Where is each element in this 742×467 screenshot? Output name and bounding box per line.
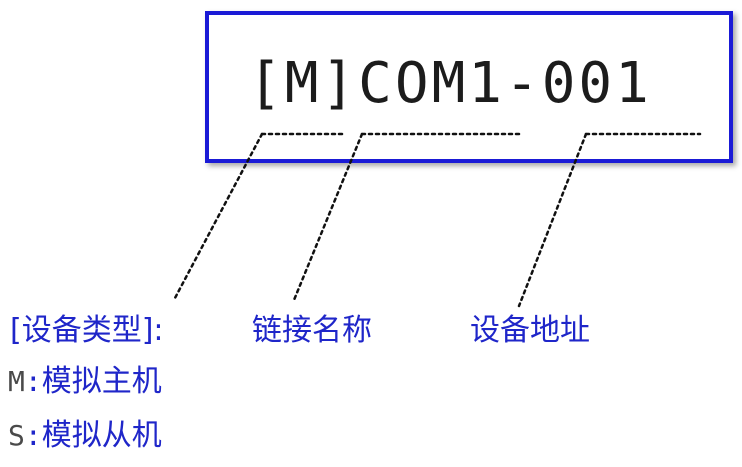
label-link-name: 链接名称 [252, 313, 372, 348]
legend-separator: : [24, 365, 42, 398]
device-code: [M]COM1-001 [248, 51, 652, 116]
label-device-type: [设备类型]: [10, 313, 164, 348]
legend-separator: : [24, 419, 42, 452]
label-device-address: 设备地址 [470, 313, 590, 348]
legend-item-master: M:模拟主机 [8, 367, 162, 397]
legend-text: 模拟主机 [41, 364, 162, 399]
legend-text: 模拟从机 [41, 418, 162, 453]
legend-key: S [8, 419, 25, 452]
legend-key: M [8, 365, 25, 398]
legend-item-slave: S:模拟从机 [8, 421, 162, 451]
